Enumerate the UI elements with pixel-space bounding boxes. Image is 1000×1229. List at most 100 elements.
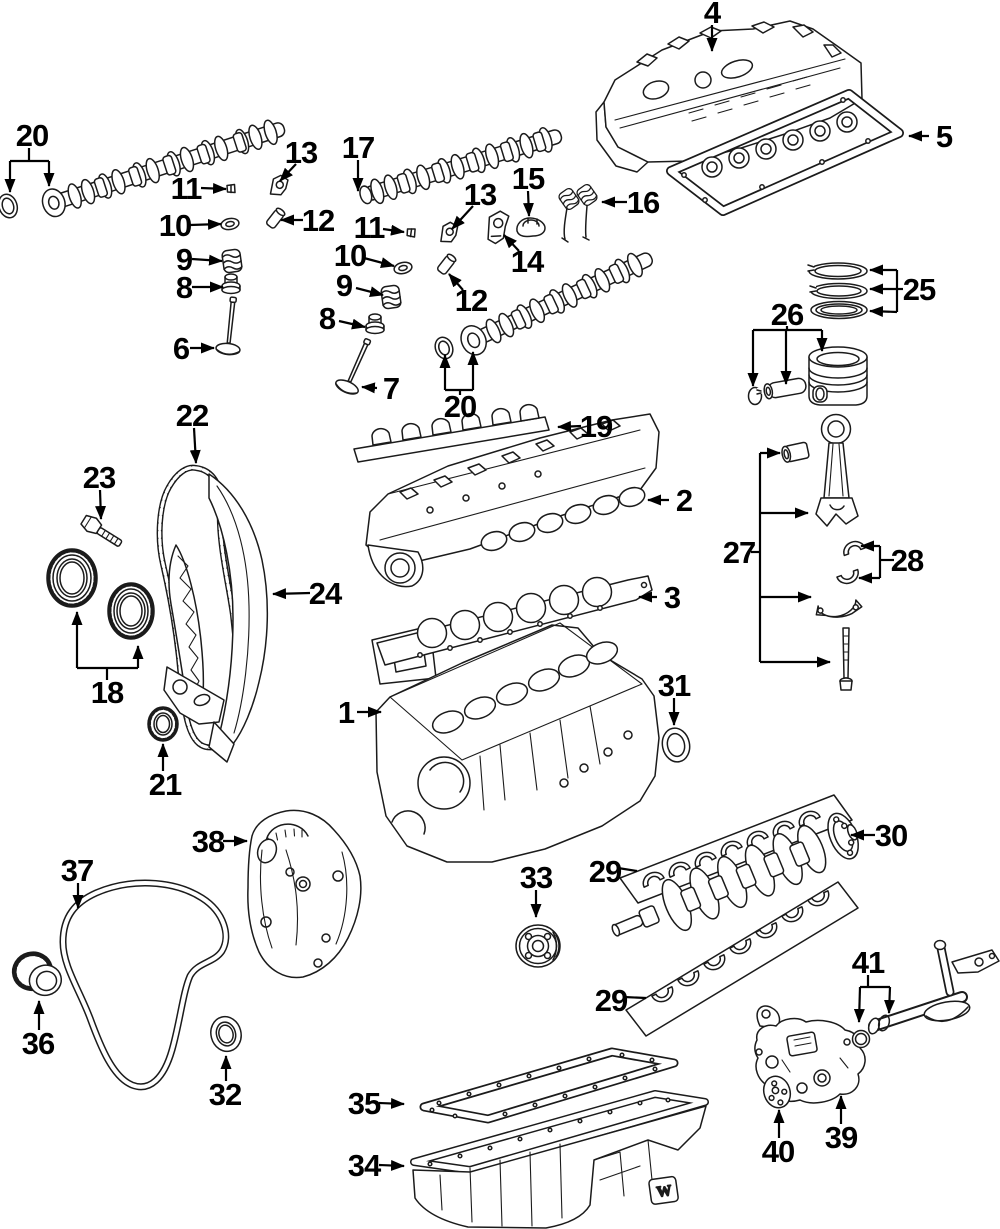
drive-belt [59, 879, 230, 1091]
timing-chain [156, 464, 243, 751]
piston [808, 346, 868, 406]
main-bearings-lower [625, 881, 859, 1037]
callout-22: 22 [176, 398, 208, 433]
circlip [747, 386, 763, 406]
camshaft-sprocket-a [46, 548, 98, 608]
camshaft-exhaust [41, 117, 286, 218]
rod-cap [815, 599, 863, 618]
callout-18: 18 [91, 675, 124, 710]
callout-38: 38 [192, 824, 225, 859]
rod-bolt [839, 627, 853, 691]
leader-arrow [382, 224, 405, 236]
valve-keeper [226, 183, 236, 194]
callout-9: 9 [176, 242, 193, 277]
callout-7: 7 [383, 371, 399, 406]
camshaft-sprocket-b [107, 582, 155, 640]
callout-20: 20 [16, 118, 48, 153]
crank-pulley [515, 924, 561, 968]
callout-1: 1 [338, 695, 355, 730]
leader-arrow [522, 190, 534, 217]
valve-spring [220, 248, 244, 274]
crank-sprocket [147, 706, 179, 742]
callout-14: 14 [511, 244, 545, 279]
callout-15: 15 [512, 161, 545, 196]
cam-bearing-ledge [353, 403, 550, 463]
leader-arrow [557, 420, 582, 432]
callout-39: 39 [825, 1120, 858, 1155]
leader-arrow [378, 1097, 405, 1109]
callout-32: 32 [209, 1077, 241, 1112]
engine-valve [214, 295, 247, 357]
leader-arrow [869, 305, 898, 317]
callout-40: 40 [762, 1134, 794, 1169]
callout-9: 9 [336, 268, 353, 303]
svg-text:W: W [656, 1183, 673, 1201]
front-seal [210, 1015, 242, 1053]
callout-33: 33 [520, 860, 553, 895]
crankshaft [611, 812, 859, 937]
valve-cover-gasket [666, 89, 904, 216]
callout-29: 29 [595, 983, 628, 1018]
callout-25: 25 [903, 272, 936, 307]
belt-tensioner [11, 951, 63, 997]
callout-28: 28 [891, 543, 924, 578]
connecting-rod [815, 413, 859, 527]
valve-keeper [405, 227, 417, 238]
engine-block [375, 622, 660, 863]
oil-pan-badge: W [648, 1175, 679, 1205]
pump-cover-plate [762, 1075, 792, 1109]
leader-arrow [884, 986, 895, 1014]
callout-24: 24 [309, 576, 343, 611]
leader-arrow [189, 427, 201, 464]
callout-10: 10 [159, 208, 191, 243]
callout-4: 4 [704, 0, 722, 30]
lash-adjuster [435, 252, 458, 276]
callout-10: 10 [334, 238, 366, 273]
head-gasket [371, 575, 653, 685]
callout-19: 19 [580, 409, 613, 444]
oil-pickup-tube [867, 939, 1000, 1035]
valve-stem-seal [221, 273, 241, 295]
rod-bushing [781, 441, 810, 463]
callout-13: 13 [285, 135, 318, 170]
callout-41: 41 [852, 945, 885, 980]
valve-cover [595, 20, 863, 173]
leader-arrow [448, 273, 464, 291]
leader-line [617, 866, 638, 873]
leader-arrow [95, 489, 107, 520]
callout-8: 8 [176, 270, 193, 305]
leader-arrow [279, 163, 297, 182]
callout-5: 5 [936, 119, 953, 154]
leader-arrow [363, 256, 395, 268]
callout-36: 36 [22, 1026, 55, 1061]
leader-arrow [338, 318, 366, 330]
leader-arrow [200, 182, 227, 194]
camshaft-intake [359, 125, 563, 206]
leader-arrow [355, 286, 384, 298]
callout-27: 27 [723, 535, 755, 570]
callout-11: 11 [171, 171, 203, 206]
main-bearings-upper [619, 794, 853, 904]
callout-8: 8 [319, 301, 336, 336]
callout-30: 30 [875, 818, 907, 853]
callout-13: 13 [464, 177, 497, 212]
callout-21: 21 [149, 767, 182, 802]
cam-clamp [516, 217, 546, 238]
timing-cover [247, 809, 362, 979]
leader-arrow [191, 254, 223, 266]
callout-17: 17 [342, 130, 374, 165]
valve-stem-seal [365, 313, 385, 335]
callout-20: 20 [444, 389, 476, 424]
oil-pan-gasket [419, 1047, 679, 1124]
leader-arrow [503, 234, 520, 252]
callout-35: 35 [348, 1086, 381, 1121]
piston-rings [806, 262, 868, 320]
callout-3: 3 [664, 580, 681, 615]
cylinder-head [365, 413, 660, 588]
lash-adjuster [264, 206, 287, 230]
leader-arrow [361, 382, 378, 394]
valve-spring [379, 284, 403, 310]
